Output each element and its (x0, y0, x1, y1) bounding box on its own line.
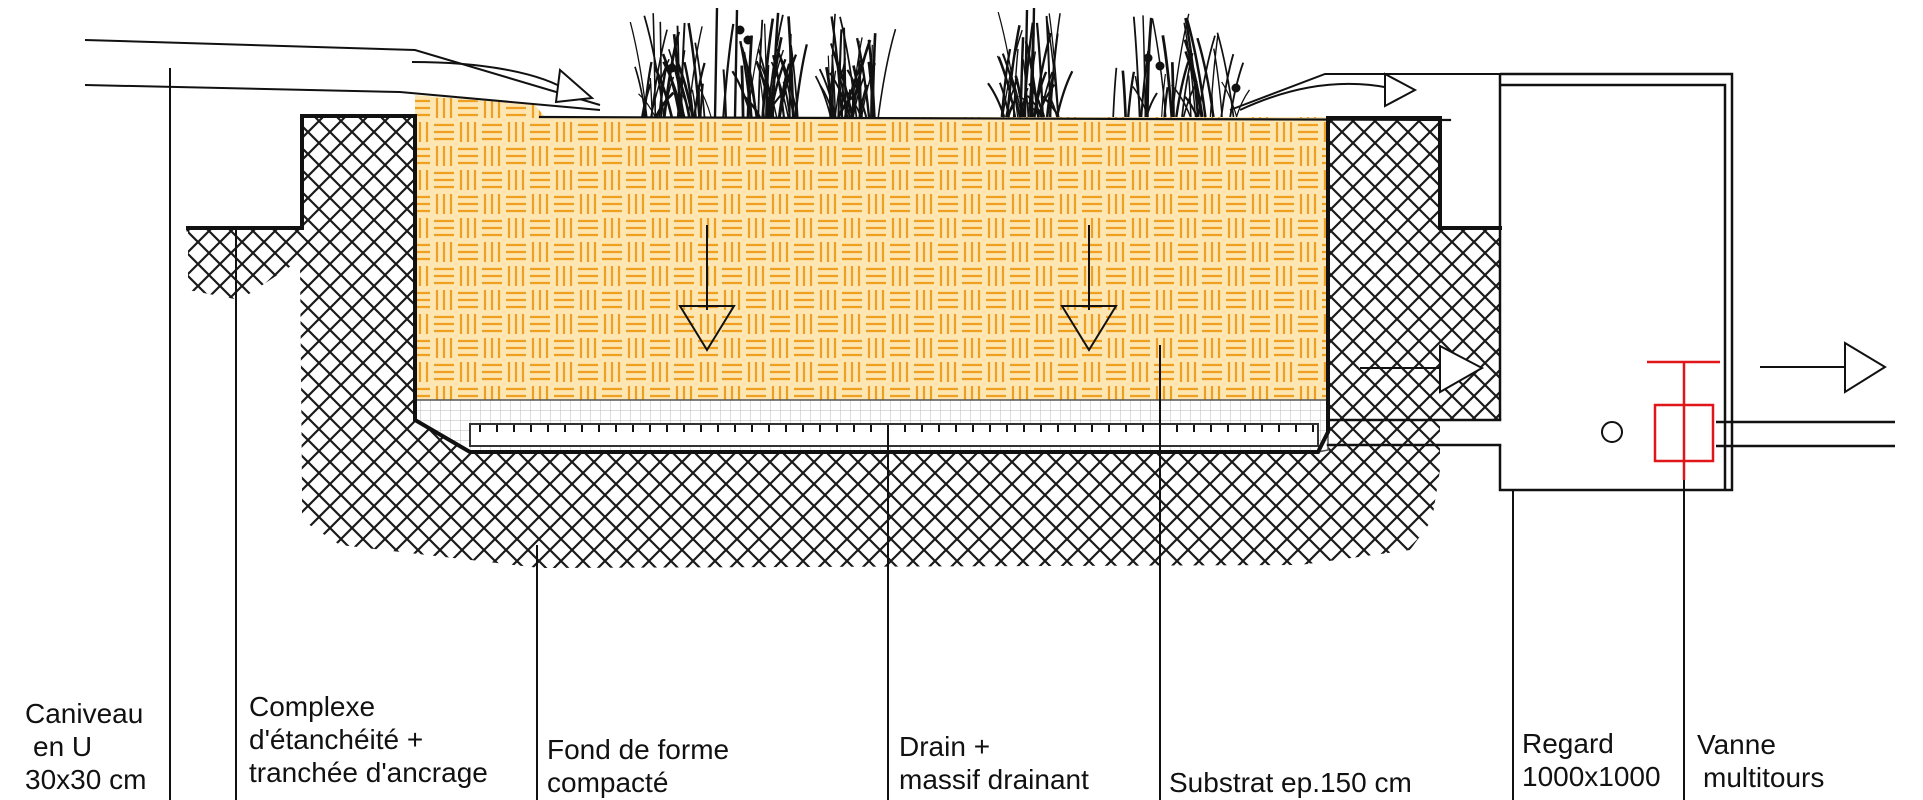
regard-top-inner (1500, 83, 1727, 490)
valve-icon (1647, 360, 1720, 480)
substrate-layer (415, 95, 1328, 400)
label-caniveau: Caniveau en U 30x30 cm (25, 698, 147, 795)
infiltration-arrow-icon (1060, 305, 1118, 352)
regard-chamber (1498, 72, 1734, 492)
plant-icon (629, 7, 1251, 118)
road-line-upper (84, 39, 601, 106)
label-drain: Drain + massif drainant (899, 731, 1089, 795)
flow-arrow-icon (1844, 341, 1887, 394)
right-wall-hatch (1328, 118, 1500, 420)
soil-hatch (188, 116, 1440, 568)
label-fond: Fond de forme compacté (547, 734, 730, 798)
infiltration-arrow-icon (678, 305, 736, 352)
regard-inlet-hole (1601, 421, 1623, 443)
drain-perforations (479, 425, 1314, 432)
flow-arrow-icon (554, 68, 595, 104)
label-vanne: Vanne multitours (1697, 729, 1825, 793)
label-substrat: Substrat ep.150 cm (1169, 767, 1412, 798)
runoff-flow-left (411, 61, 571, 93)
label-regard: Regard 1000x1000 (1522, 728, 1661, 792)
flow-arrow-icon (1384, 72, 1418, 108)
road-line-right (1229, 73, 1500, 111)
drain-pipe (469, 423, 1319, 447)
left-trench-outline (186, 114, 1502, 454)
surface-line (538, 115, 1452, 122)
label-etancheite: Complexe d'étanchéité + tranchée d'ancra… (249, 691, 488, 788)
flow-arrow-icon (1439, 344, 1485, 394)
runoff-flow-right (1239, 82, 1391, 111)
road-line-lower (84, 84, 601, 111)
